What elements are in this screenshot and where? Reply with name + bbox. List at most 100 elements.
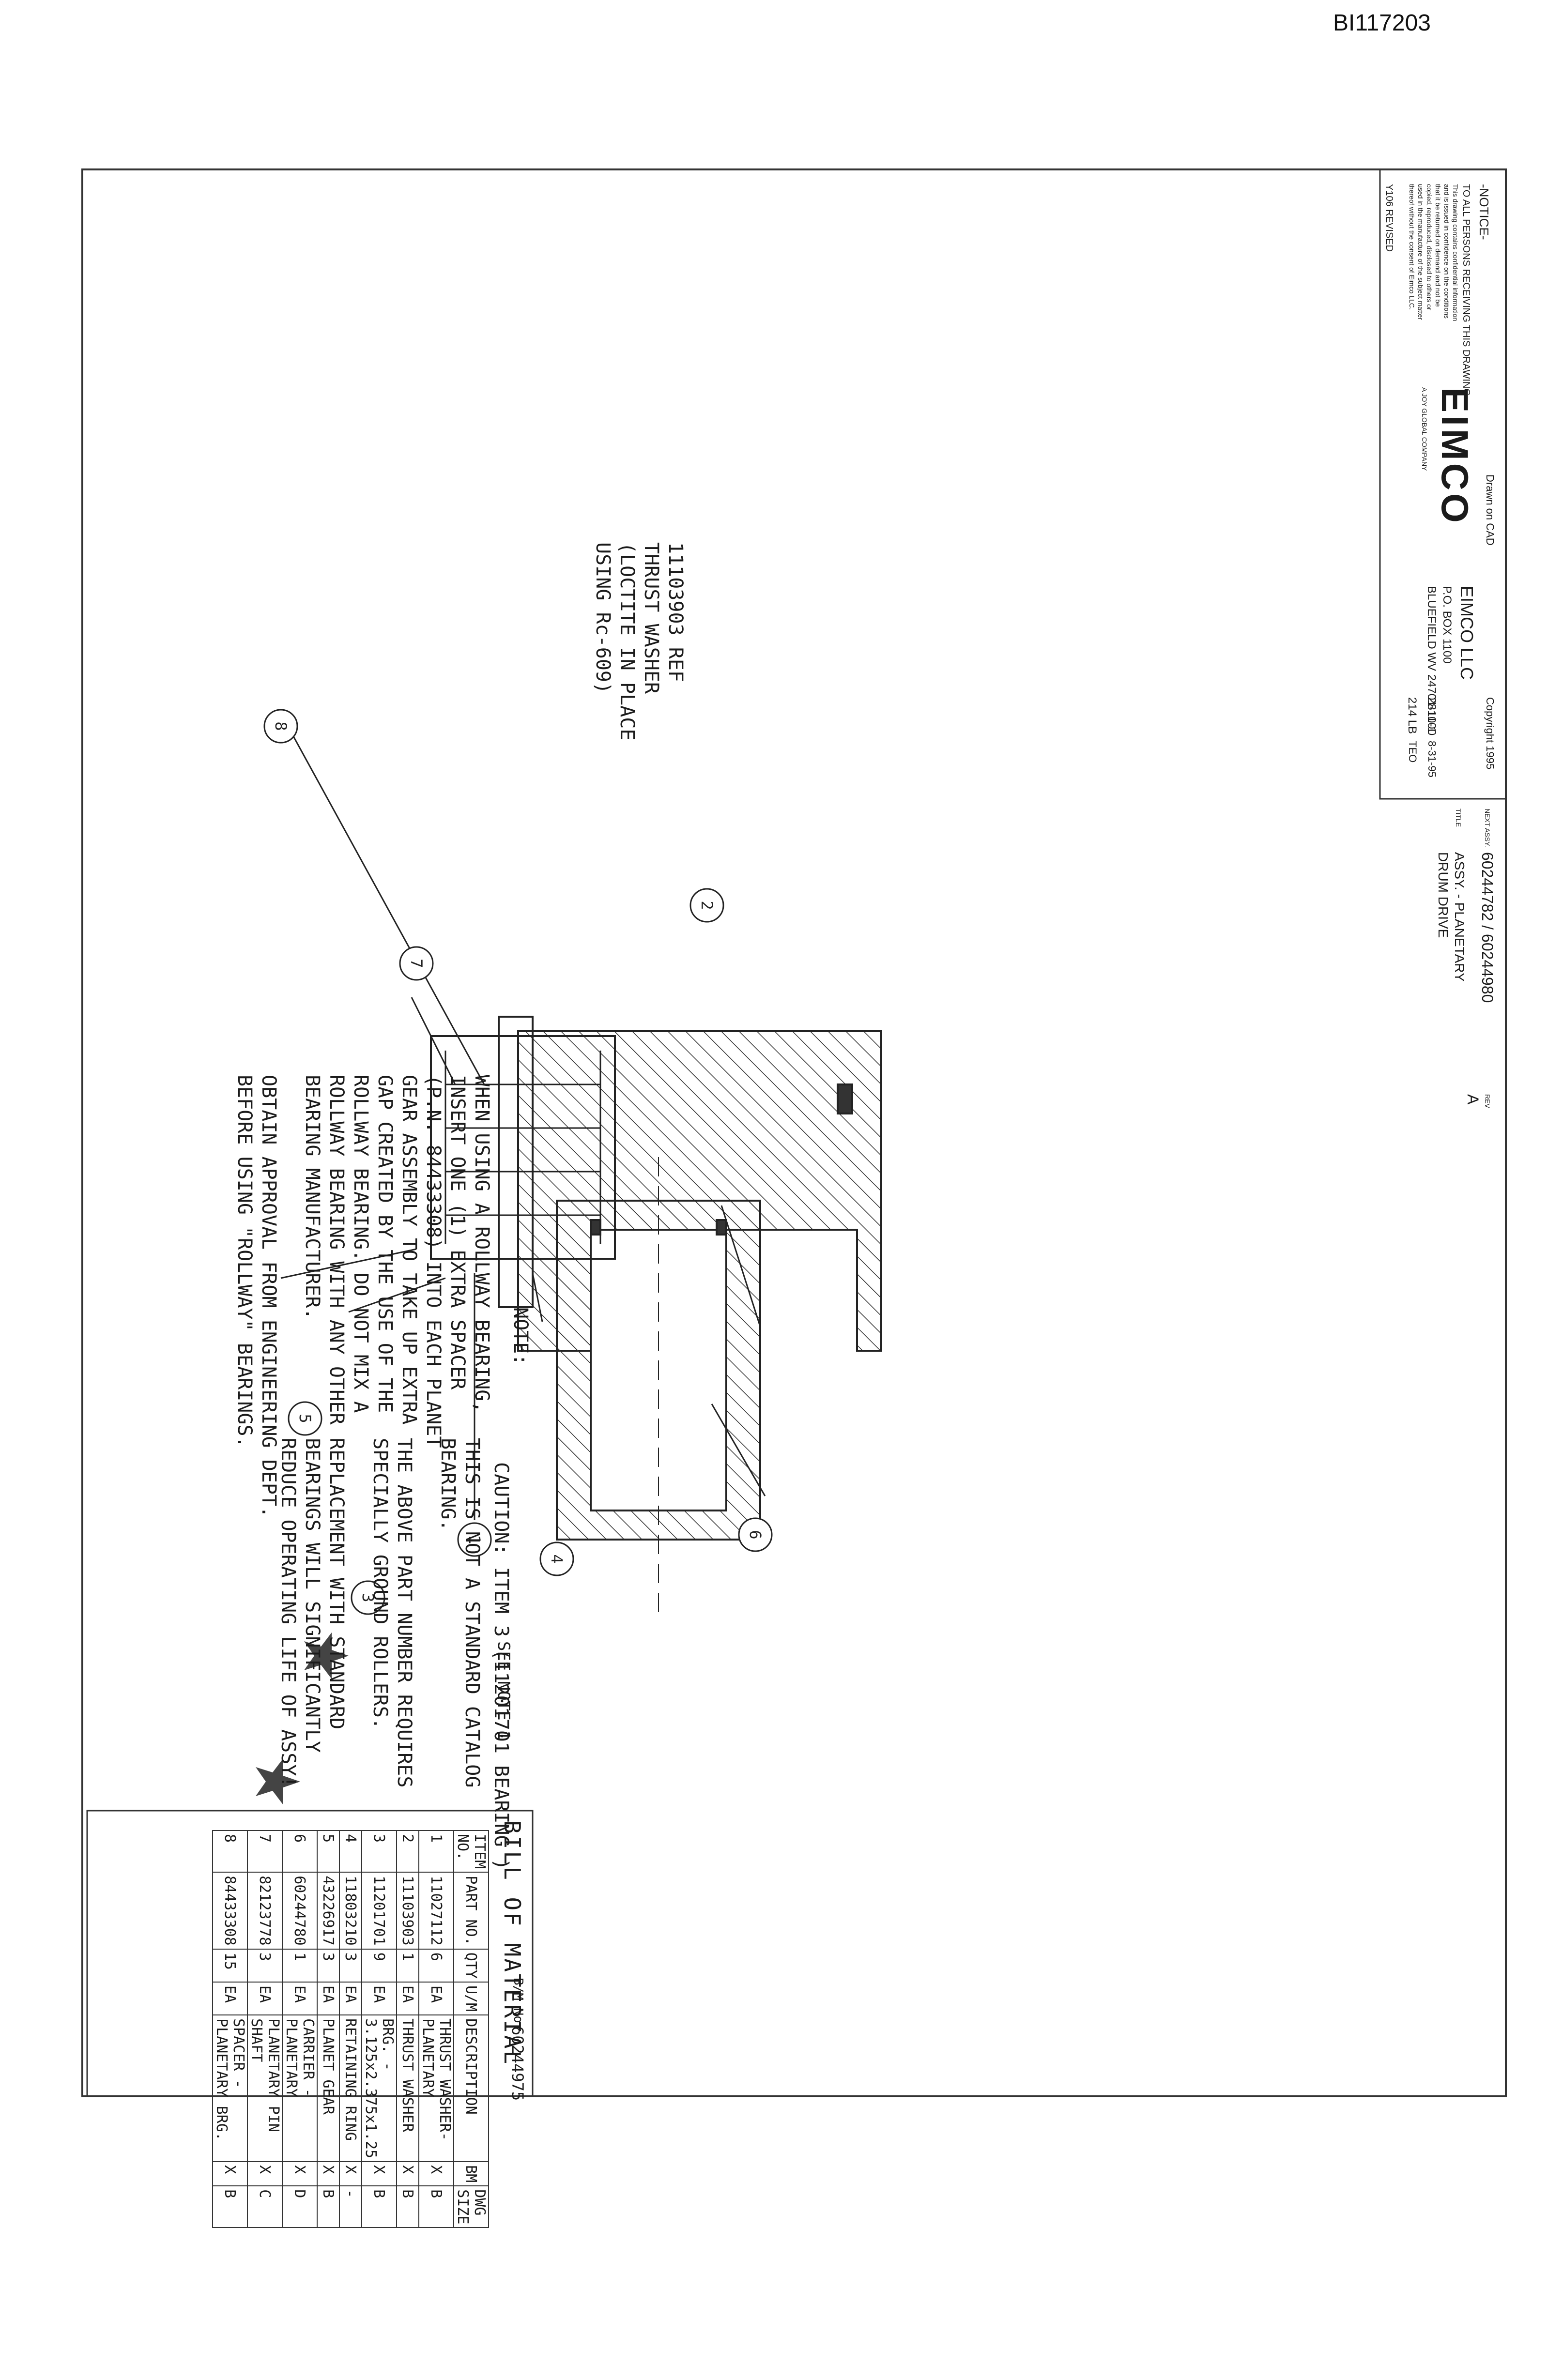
bm-number: 60244975	[508, 2026, 527, 2101]
bom-row: 8 84433308 15 EA SPACER - PLANETARY BRG.…	[213, 1831, 247, 2228]
bom-cell: EA	[317, 1982, 339, 2015]
revision-entry: Y106 REVISED	[1384, 184, 1394, 252]
bom-header-qty: QTY	[454, 1949, 489, 1982]
bom-cell: 7	[247, 1831, 282, 1873]
bom-cell: 15	[213, 1949, 247, 1982]
bom-row: 3 11201701 9 EA BRG. - 3.125x2.375x1.25 …	[362, 1831, 397, 2228]
ref-note-line: THRUST WASHER	[640, 542, 662, 694]
bom-cell: 6	[419, 1949, 454, 1982]
bom-cell: THRUST WASHER	[397, 2015, 419, 2162]
document-id: BI117203	[1333, 10, 1431, 36]
bom-cell: 84433308	[213, 1872, 247, 1949]
notice-line: TO ALL PERSONS RECEIVING THIS DRAWING	[1461, 184, 1471, 396]
bom-row: 1 11027112 6 EA THRUST WASHER-PLANETARY …	[419, 1831, 454, 2228]
note-line: INSERT ONE (1) EXTRA SPACER	[446, 1075, 469, 1390]
balloons	[263, 709, 773, 1615]
bom-cell: B	[397, 2186, 419, 2228]
bom-cell: 9	[362, 1949, 397, 1982]
bom-cell: X	[213, 2162, 247, 2186]
bom-cell: THRUST WASHER-PLANETARY	[419, 2015, 454, 2162]
caution-line: SPECIALLY GROUND ROLLERS.	[369, 1438, 391, 1730]
drawing-frame: 1 2 3 4 5 6 7 8	[81, 168, 1507, 2097]
balloon-1: 1	[465, 1535, 484, 1544]
bom-cell: B	[213, 2186, 247, 2228]
leader-lines	[280, 731, 766, 1520]
bom-cell: B	[419, 2186, 454, 2228]
drawing-date: 8-31-95	[1426, 741, 1438, 778]
note-line: ROLLWAY BEARING. DO NOT MIX A	[350, 1075, 372, 1413]
note-line: WHEN USING A ROLLWAY BEARING,	[471, 1075, 493, 1413]
ref-note-line: 11103903 REF	[664, 542, 687, 682]
bom-row: 4 11803210 3 EA RETAINING RING X -	[339, 1831, 362, 2228]
notice-line: that it be returned on demand and not be	[1434, 184, 1442, 307]
bom-table: ITEM NO. PART NO. QTY U/M DESCRIPTION BM…	[212, 1830, 489, 2228]
bom-header-part: PART NO.	[454, 1872, 489, 1949]
balloon-4: 4	[548, 1554, 566, 1563]
bom-header-size: DWG SIZE	[454, 2186, 489, 2228]
note-line: GAP CREATED BY THE USE OF THE	[374, 1075, 396, 1413]
eimco-logo: EIMCO	[1434, 387, 1476, 526]
notice-line: copied, reproduced, disclosed to others …	[1425, 184, 1433, 310]
notice-line: used in the manufacture of the subject m…	[1417, 184, 1424, 320]
bom-cell: 1	[397, 1949, 419, 1982]
company-name: EIMCO LLC	[1457, 586, 1477, 680]
bom-cell: -	[339, 2186, 362, 2228]
bom-cell: X	[419, 2162, 454, 2186]
note-line: ROLLWAY BEARING WITH ANY OTHER	[325, 1075, 348, 1425]
bom-cell: X	[282, 2162, 317, 2186]
bom-cell: 1	[282, 1949, 317, 1982]
bom-cell: 82123778	[247, 1872, 282, 1949]
bom-row: 6 60244780 1 EA CARRIER - PLANETARY X D	[282, 1831, 317, 2228]
planet-gear	[430, 1035, 616, 1260]
bm-label: B/M No.	[511, 1978, 525, 2031]
bom-cell: 11803210	[339, 1872, 362, 1949]
bom-cell: 60244780	[282, 1872, 317, 1949]
bom-cell: 8	[213, 1831, 247, 1873]
balloon-6: 6	[746, 1530, 765, 1539]
bom-cell: X	[339, 2162, 362, 2186]
copyright: Copyright 1995	[1484, 697, 1496, 770]
bom-cell: PLANET GEAR	[317, 2015, 339, 2162]
bom-cell: 3	[362, 1831, 397, 1873]
model-number: 2810-1	[1425, 697, 1438, 733]
bom-cell: EA	[213, 1982, 247, 2015]
caution-line: BEARINGS WILL SIGNIFICANTLY	[301, 1438, 323, 1753]
caution-line: THE ABOVE PART NUMBER REQUIRES	[393, 1438, 415, 1788]
notice-line: This drawing contains confidential infor…	[1452, 184, 1459, 321]
bom-cell: 11103903	[397, 1872, 419, 1949]
bom-cell: 3	[247, 1949, 282, 1982]
bom-cell: X	[317, 2162, 339, 2186]
bom-cell: 2	[397, 1831, 419, 1873]
drawing-sheet: 1 2 3 4 5 6 7 8 BILL OF MATERIAL B/M No.…	[77, 165, 1511, 2228]
thrust-washer-mark	[716, 1219, 727, 1236]
note-line: GEAR ASSEMBLY TO TAKE UP EXTRA	[398, 1075, 420, 1425]
bom-cell: 11027112	[419, 1872, 454, 1949]
bom-cell: EA	[419, 1982, 454, 2015]
caution-line: REPLACEMENT WITH STANDARD	[325, 1438, 348, 1730]
title-line-1: ASSY. - PLANETARY	[1452, 852, 1467, 982]
bom-cell: RETAINING RING	[339, 2015, 362, 2162]
approval-line: BEFORE USING "ROLLWAY" BEARINGS.	[233, 1075, 256, 1448]
bom-header-desc: DESCRIPTION	[454, 2015, 489, 2162]
rev-letter: A	[1464, 1094, 1482, 1105]
bom-cell: D	[282, 2186, 317, 2228]
bom-cell: X	[362, 2162, 397, 2186]
bom-cell: 5	[317, 1831, 339, 1873]
rev-label: REV	[1484, 1094, 1491, 1108]
balloon-5: 5	[296, 1414, 314, 1423]
bom-header-item: ITEM NO.	[454, 1831, 489, 1873]
balloon-8: 8	[272, 721, 290, 731]
balloon-2: 2	[698, 900, 716, 910]
eimco-logo-sub: A JOY GLOBAL COMPANY	[1421, 387, 1428, 471]
bom-cell: 1	[419, 1831, 454, 1873]
next-assy-label: NEXT ASSY.	[1484, 809, 1491, 847]
pin-shaft	[498, 1016, 534, 1308]
assembly-drawing	[430, 1016, 882, 1617]
bom-cell: C	[247, 2186, 282, 2228]
group-number: 214 LB	[1406, 697, 1419, 734]
bom-cell: EA	[247, 1982, 282, 2015]
note-line: BEARING MANUFACTURER.	[301, 1075, 323, 1320]
note-label: NOTE:	[509, 1307, 532, 1366]
bom-row: 7 82123778 3 EA PLANETARY PIN SHAFT X C	[247, 1831, 282, 2228]
bom-cell: EA	[339, 1982, 362, 2015]
